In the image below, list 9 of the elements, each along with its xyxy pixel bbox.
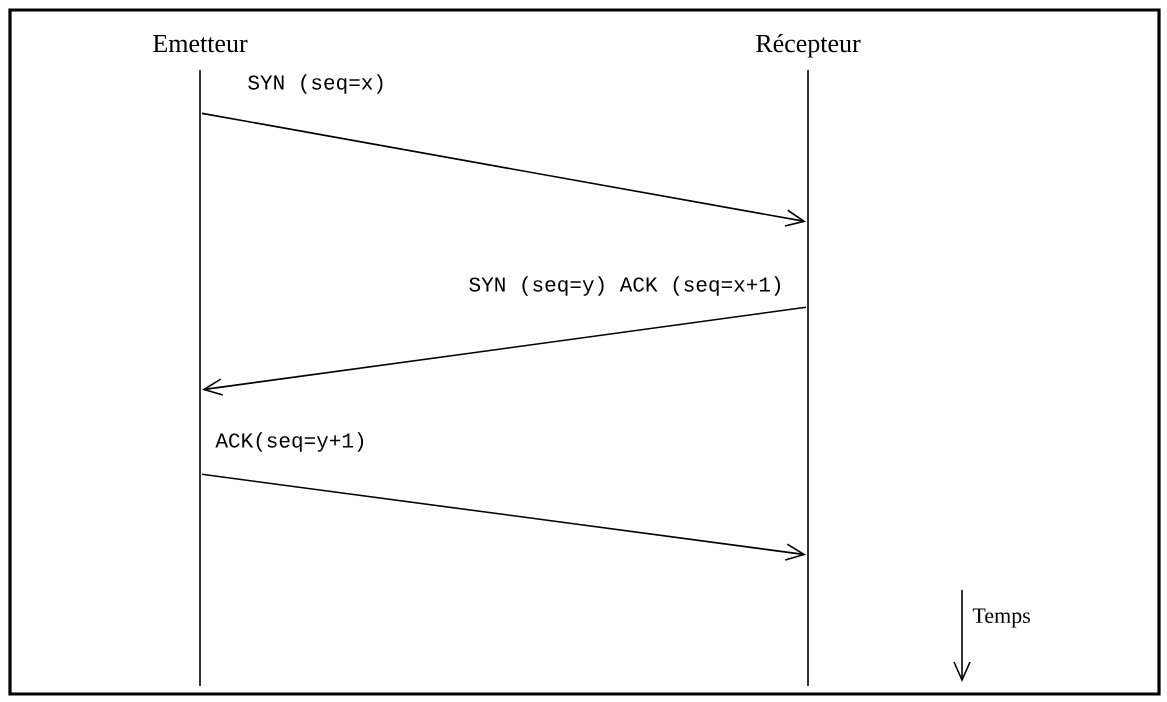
message-label: ACK(seq=y+1) [215, 432, 364, 452]
arrow [202, 306, 807, 396]
arrow [201, 112, 807, 227]
participant-label: Récepteur [756, 33, 861, 58]
time-label: Temps [972, 608, 1030, 628]
arrow [201, 473, 807, 561]
message-label: SYN (seq=y) ACK (seq=x+1) [469, 276, 780, 296]
message-label: SYN (seq=x) [248, 74, 383, 94]
participant-label: Emetteur [153, 34, 248, 53]
